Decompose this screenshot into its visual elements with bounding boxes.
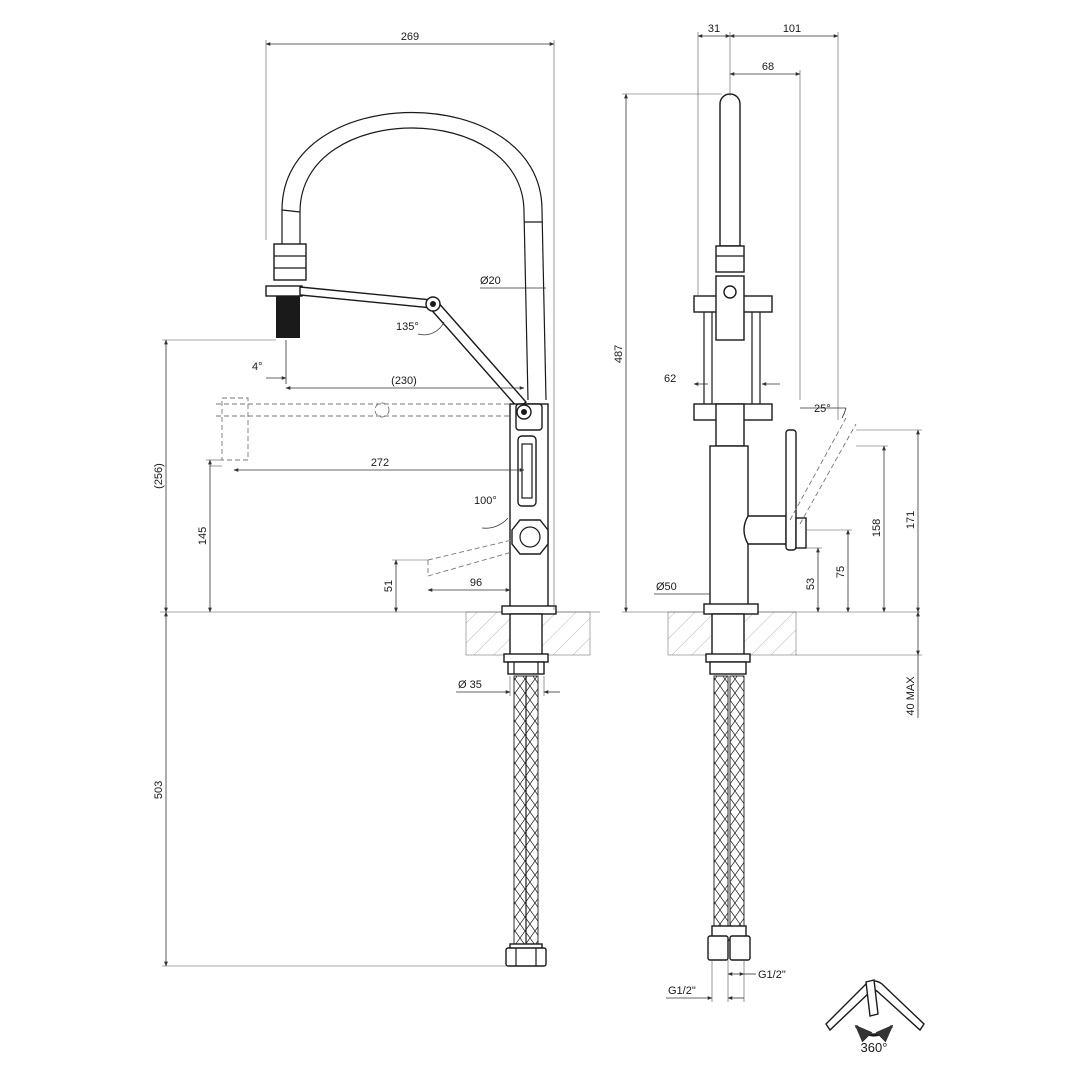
dim-width: 269	[401, 31, 419, 43]
dim-spray-tilt: 4°	[252, 361, 263, 373]
dim-handle-height: 51	[383, 580, 395, 592]
front-body	[509, 403, 549, 613]
front-spray-head-nut	[273, 243, 307, 281]
rotation-label: 360°	[861, 1040, 888, 1055]
front-spray-head	[276, 296, 300, 338]
dim-connection-right: G1/2"	[758, 969, 786, 981]
dim-lever-height-max: 171	[905, 511, 917, 529]
side-handle	[743, 515, 787, 545]
dim-spray-height: (256)	[153, 463, 165, 489]
dim-reach-extended: 272	[371, 457, 389, 469]
front-support-arm	[299, 286, 433, 309]
side-hose-left	[713, 675, 729, 927]
dim-depth: 101	[783, 23, 801, 35]
dim-total-height: 487	[613, 345, 625, 363]
dim-handle-axis: 75	[835, 566, 847, 578]
dim-lever-angle: 25°	[814, 403, 831, 415]
dim-pulled-height: 145	[197, 527, 209, 545]
side-body	[709, 445, 749, 609]
front-handle-cap	[511, 519, 549, 555]
dim-handle-low: 53	[805, 578, 817, 590]
front-view	[160, 112, 600, 967]
dim-handle-reach: 96	[470, 577, 482, 589]
dim-body-diameter: Ø50	[656, 581, 677, 593]
dim-reach-retracted: (230)	[391, 375, 417, 387]
dim-lever-height: 158	[871, 519, 883, 537]
dim-deck-thickness: 40 MAX	[905, 676, 917, 716]
side-dimensions: 31 101 68 487 62 25° 158 171 Ø50 53 75	[613, 23, 922, 1002]
dim-hose-length: 503	[153, 781, 165, 799]
rotation-symbol: 360°	[825, 979, 925, 1055]
dim-top-offset: 31	[708, 23, 720, 35]
dim-spout-diameter: Ø20	[480, 275, 501, 287]
dim-shank-diameter: Ø 35	[458, 679, 482, 691]
dim-spout-to-body: 68	[762, 61, 774, 73]
front-dimensions: 269 Ø20 135° 4° (230) 272 (256) 145 100°	[153, 31, 560, 967]
side-view	[622, 93, 920, 961]
dim-arm-angle: 135°	[396, 321, 419, 333]
side-hose-right	[729, 675, 745, 927]
dim-connection-left: G1/2"	[668, 985, 696, 997]
side-spout	[719, 93, 741, 247]
front-spout	[281, 112, 547, 401]
dim-handle-angle: 100°	[474, 495, 497, 507]
dim-bracket-width: 62	[664, 373, 676, 385]
